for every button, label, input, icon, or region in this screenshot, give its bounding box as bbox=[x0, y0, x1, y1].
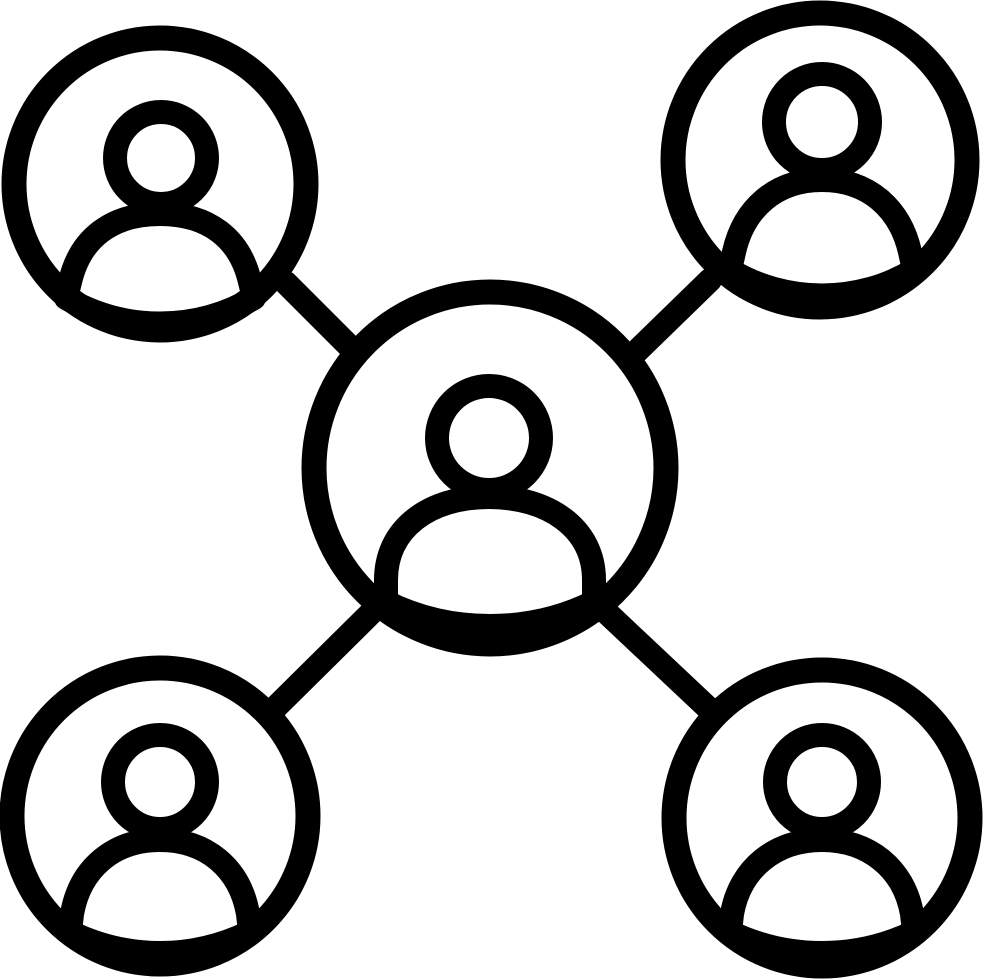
user-body-icon-bottom-left bbox=[58, 828, 262, 965]
user-body-icon-bottom-right bbox=[718, 828, 926, 965]
connector-line-top-right bbox=[624, 268, 722, 364]
user-head-icon-center bbox=[425, 374, 553, 502]
user-head-icon-bottom-right bbox=[763, 723, 881, 841]
user-node-center bbox=[301, 279, 679, 657]
connector-line-top-left bbox=[274, 271, 365, 362]
user-head-icon-bottom-left bbox=[101, 723, 219, 841]
node-ring-bottom-left bbox=[0, 655, 321, 977]
user-node-bottom-right bbox=[661, 657, 983, 979]
node-ring-bottom-right bbox=[661, 657, 983, 979]
connector-lines bbox=[263, 268, 722, 720]
node-ring-center bbox=[301, 279, 679, 657]
user-body-icon-top-left bbox=[54, 202, 266, 336]
connector-line-bottom-right bbox=[594, 600, 720, 720]
connector-line-bottom-left bbox=[263, 601, 383, 720]
user-node-bottom-left bbox=[0, 655, 321, 977]
user-node-top-left bbox=[1, 25, 319, 343]
user-head-icon-top-left bbox=[103, 100, 219, 216]
user-body-icon-center bbox=[374, 485, 606, 638]
user-node-top-right bbox=[660, 0, 980, 320]
user-head-icon-top-right bbox=[762, 62, 882, 182]
user-body-icon-top-right bbox=[718, 168, 926, 308]
